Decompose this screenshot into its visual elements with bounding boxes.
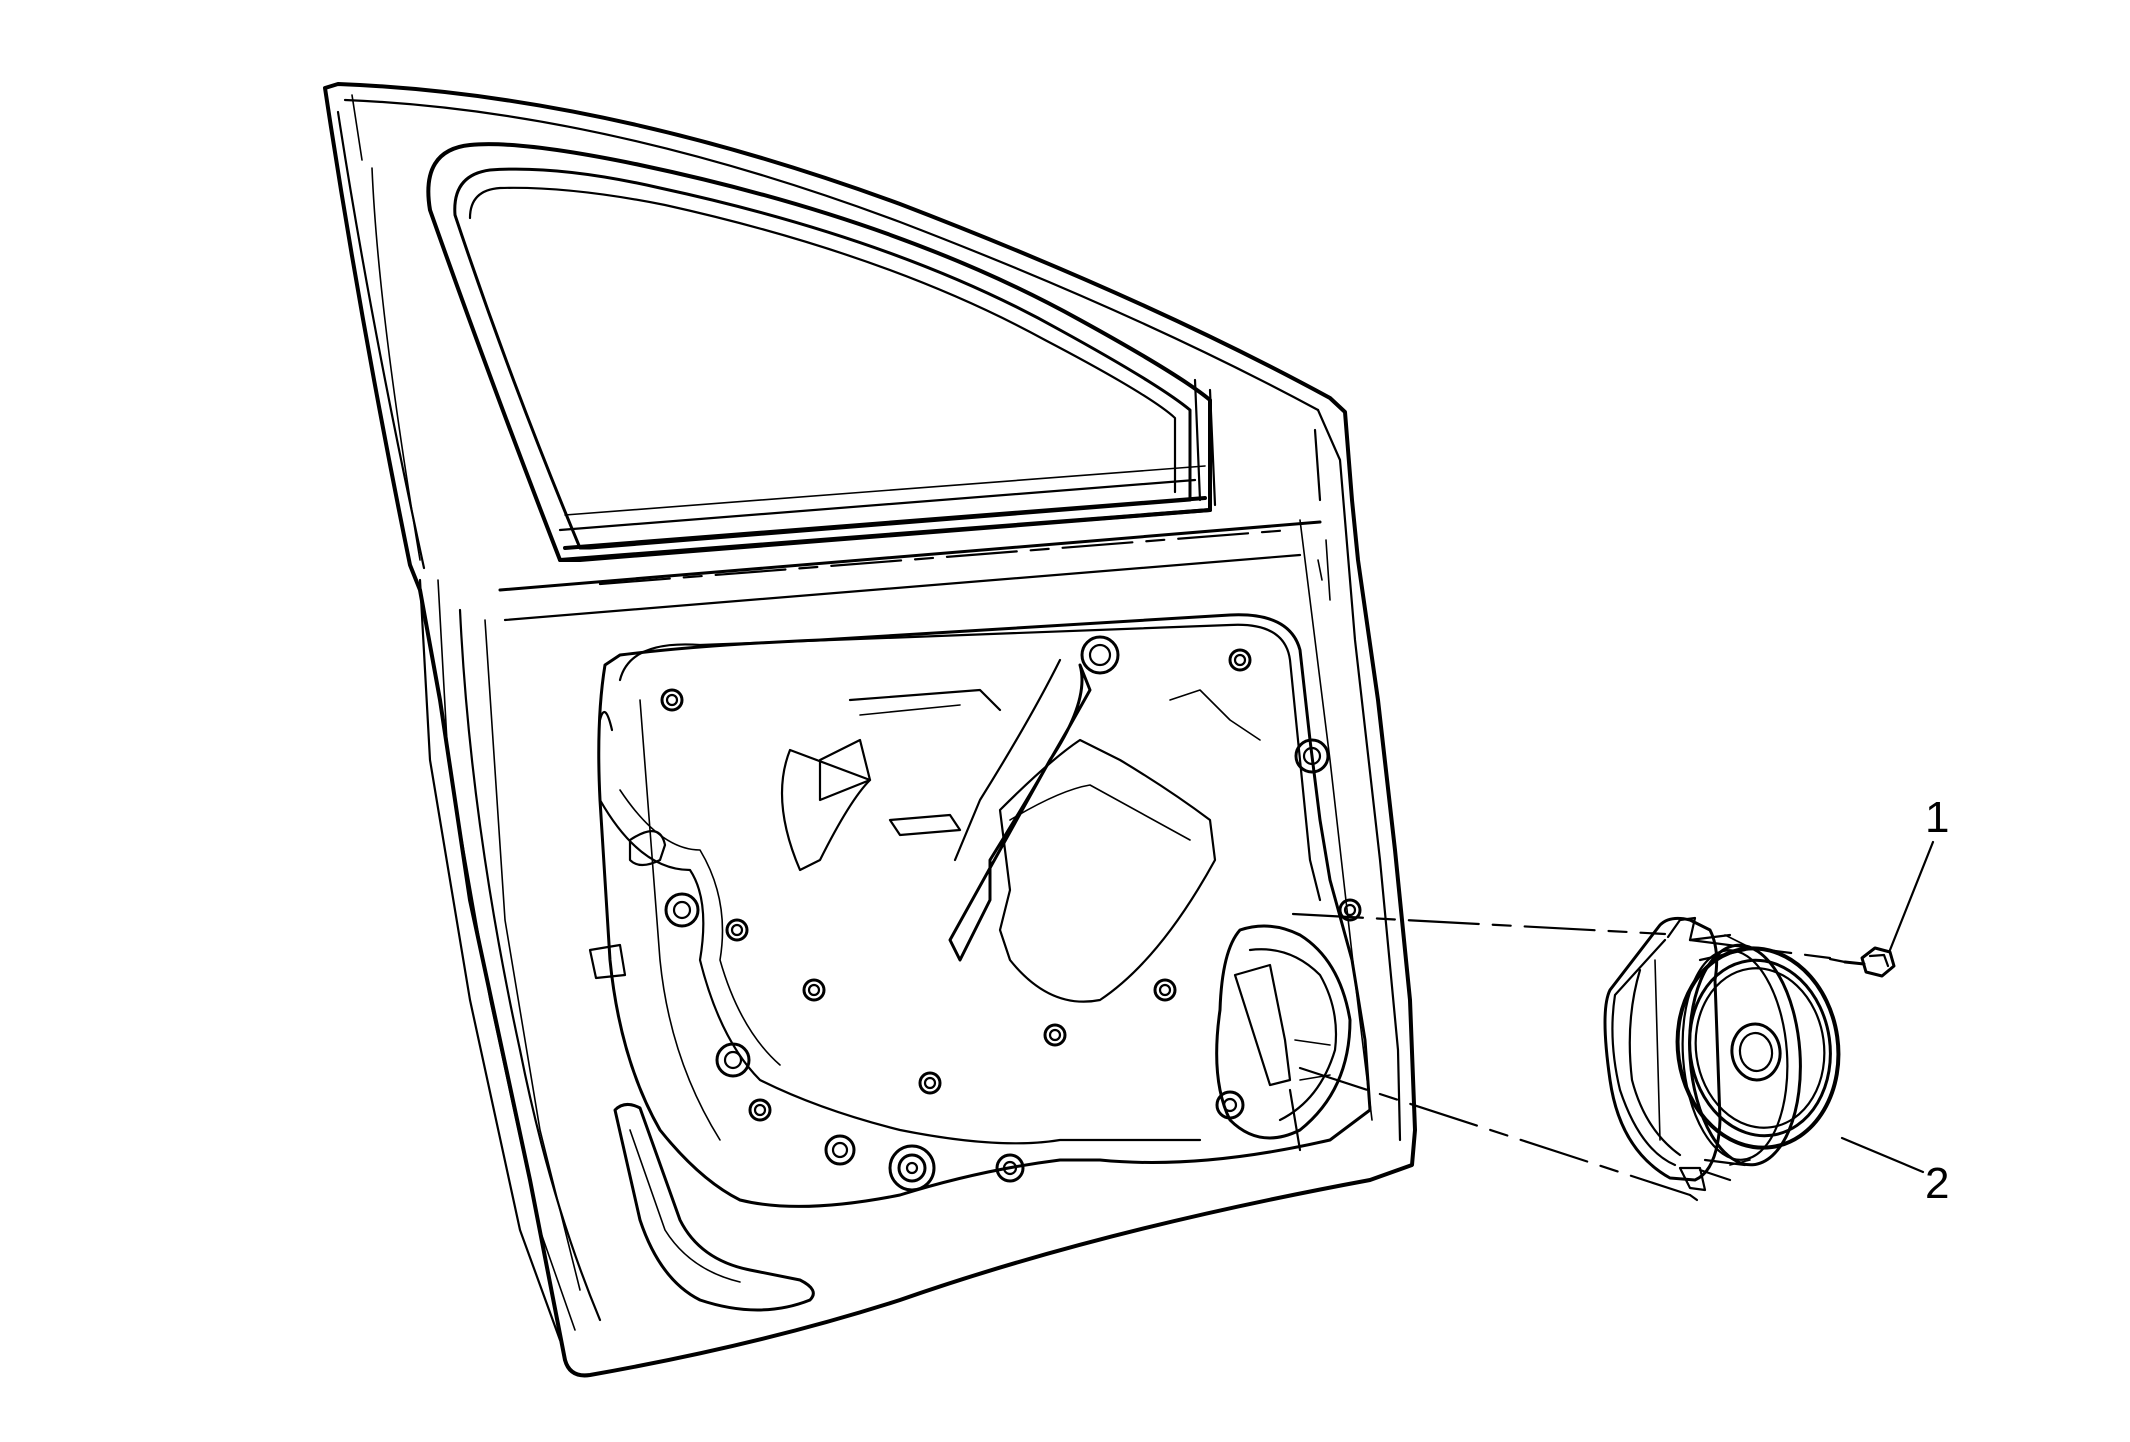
callout-1: 1 <box>1925 793 1949 842</box>
panel-fasteners <box>588 635 1362 1192</box>
radio-speaker <box>1603 916 1841 1192</box>
inner-panel <box>597 613 1372 1208</box>
speaker-screw <box>1828 946 1896 978</box>
front-door-shell <box>323 82 1417 1378</box>
speaker-opening <box>1215 924 1352 1152</box>
window-frame <box>426 142 1322 622</box>
alignment-lines <box>1291 912 1832 1202</box>
callout-leaders <box>1840 840 1935 1174</box>
callout-2: 2 <box>1925 1159 1949 1208</box>
lower-drain-opening <box>613 1103 815 1312</box>
